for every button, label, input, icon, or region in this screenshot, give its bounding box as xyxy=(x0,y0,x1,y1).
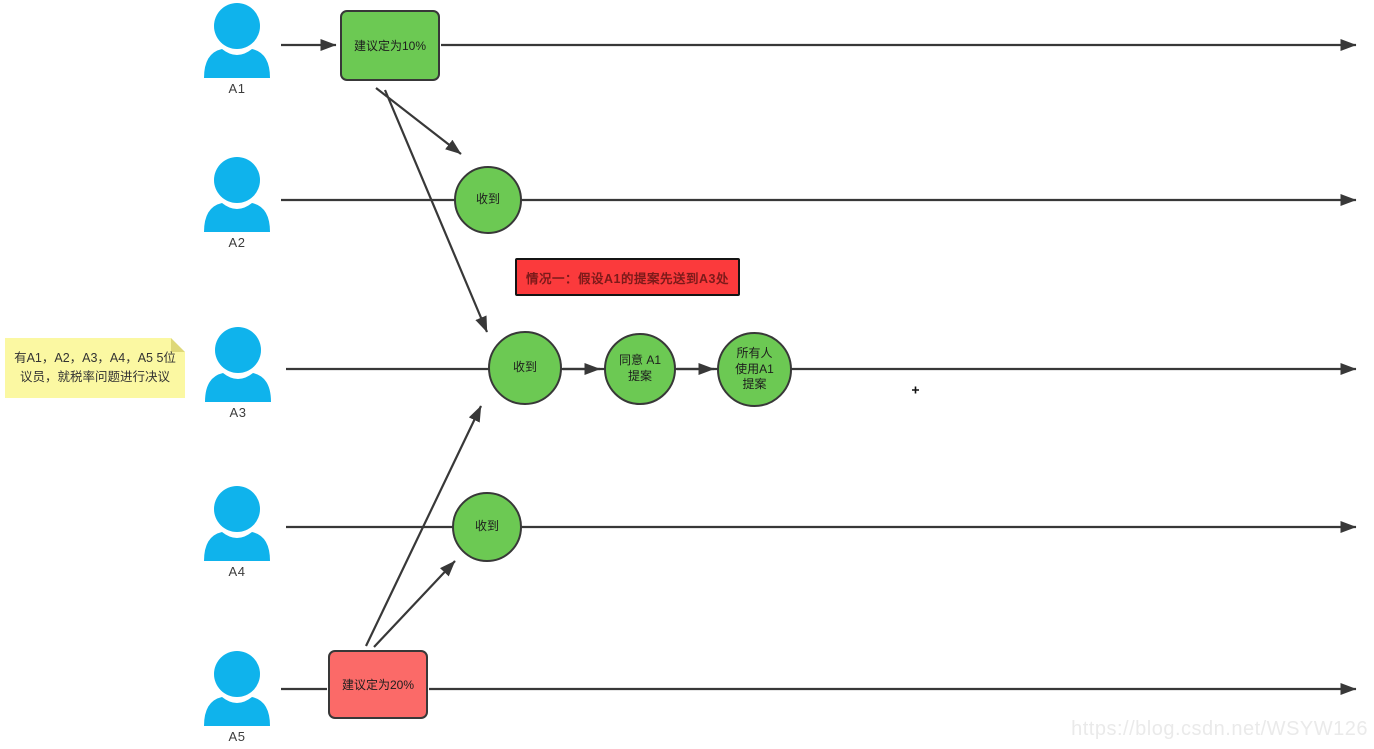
arrow-a1box-to-a3 xyxy=(383,89,489,333)
event-a3-adopt: 所有人 使用A1 提案 xyxy=(717,332,792,407)
context-note: 有A1，A2，A3，A4，A5 5位议员，就税率问题进行决议 xyxy=(5,338,185,398)
actor-a4: A4 xyxy=(199,484,275,579)
event-a3-agree-label: 同意 A1 提案 xyxy=(618,353,661,383)
actor-a2: A2 xyxy=(199,155,275,250)
arrow-a5box-to-a3 xyxy=(365,405,482,647)
case-banner: 情况一：假设A1的提案先送到A3处 xyxy=(515,258,740,296)
person-icon xyxy=(204,651,270,726)
person-icon xyxy=(205,327,271,402)
event-a3-agree: 同意 A1 提案 xyxy=(604,333,676,405)
actor-a3: A3 xyxy=(200,325,276,420)
note-text: 有A1，A2，A3，A4，A5 5位议员，就税率问题进行决议 xyxy=(14,351,176,384)
actor-label: A3 xyxy=(229,405,247,420)
proposal-box-a1: 建议定为10% xyxy=(340,10,440,81)
event-a3-receive: 收到 xyxy=(488,331,562,405)
actor-label: A1 xyxy=(228,81,246,96)
event-a3-receive-label: 收到 xyxy=(512,360,537,375)
person-icon xyxy=(204,486,270,561)
person-icon xyxy=(204,157,270,232)
actor-label: A4 xyxy=(228,564,246,579)
actor-a1: A1 xyxy=(199,1,275,96)
note-fold-corner xyxy=(171,338,185,352)
actor-a5: A5 xyxy=(199,649,275,744)
proposal-box-a5: 建议定为20% xyxy=(328,650,428,719)
case-banner-label: 情况一：假设A1的提案先送到A3处 xyxy=(526,271,729,286)
arrow-a1box-to-a2 xyxy=(375,87,462,155)
actor-label: A2 xyxy=(228,235,246,250)
plus-mark xyxy=(912,386,919,394)
event-a3-adopt-label: 所有人 使用A1 提案 xyxy=(735,346,774,392)
proposal-box-a5-label: 建议定为20% xyxy=(341,678,415,692)
proposal-box-a1-label: 建议定为10% xyxy=(353,39,427,53)
watermark: https://blog.csdn.net/WSYW126 xyxy=(1071,718,1368,740)
event-a2-receive: 收到 xyxy=(454,166,522,234)
event-a2-receive-label: 收到 xyxy=(475,192,500,207)
event-a4-receive: 收到 xyxy=(452,492,522,562)
actor-label: A5 xyxy=(228,729,246,744)
arrow-a5box-to-a4 xyxy=(373,560,456,648)
event-a4-receive-label: 收到 xyxy=(474,519,499,534)
person-icon xyxy=(204,3,270,78)
